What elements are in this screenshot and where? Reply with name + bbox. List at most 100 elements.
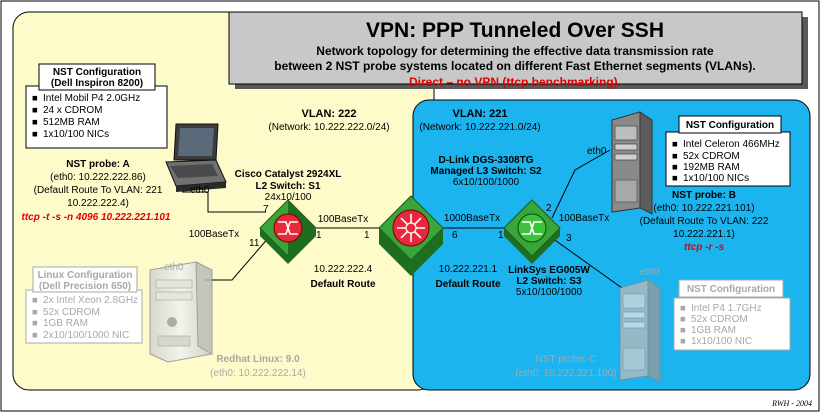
config-a-item: 512MB RAM xyxy=(43,117,100,128)
config-linux-bullet: ■ xyxy=(32,307,38,318)
port-s1-redhat: 11 xyxy=(249,238,260,249)
link-s1-redhat-speed: 100BaseTx xyxy=(189,229,240,240)
vlan-222-label: VLAN: 222 xyxy=(301,108,356,120)
config-linux-item: 2x10/100/1000 NIC xyxy=(43,330,129,341)
config-a-bullet: ■ xyxy=(32,93,38,104)
vlan-221-network: (Network: 10.222.221.0/24) xyxy=(419,122,540,133)
port-s1-s2: 1 xyxy=(316,230,322,241)
switch-s1-icon xyxy=(259,199,317,264)
port-s1-probe-a: 7 xyxy=(263,204,269,215)
port-s3-s2: 1 xyxy=(498,230,504,241)
probe-c-name: NST probe: C xyxy=(536,354,597,365)
config-c-item: 1x10/100 NIC xyxy=(691,336,752,347)
route-s1-label: Default Route xyxy=(311,279,376,290)
config-a-title: NST Configuration xyxy=(53,67,141,78)
title-box xyxy=(228,11,803,85)
server-tower-icon-c xyxy=(619,279,661,383)
link-s1-redhat xyxy=(205,235,271,281)
switch-s2-type: Managed L3 Switch: S2 xyxy=(430,166,542,177)
subtitle-line-2: between 2 NST probe systems located on d… xyxy=(274,59,755,73)
port-s2-s3: 6 xyxy=(452,230,458,241)
config-a-item: 24 x CDROM xyxy=(43,105,102,116)
config-b-bullet: ■ xyxy=(672,173,678,184)
probe-c-iface: eth0 xyxy=(640,267,660,278)
config-linux-bullet: ■ xyxy=(32,330,38,341)
probe-b-command: ttcp -r -s xyxy=(684,242,724,253)
switch-s1-ports: 24x10/100 xyxy=(265,192,312,203)
redhat-name: Redhat Linux: 9.0 xyxy=(216,354,300,365)
config-b-bullet: ■ xyxy=(672,139,678,150)
port-s3-probe-c: 3 xyxy=(566,233,572,244)
route-s3-label: Default Route xyxy=(436,279,501,290)
probe-a-ip: (eth0: 10.222.222.86) xyxy=(50,172,146,183)
probe-b-route-gw: 10.222.221.1) xyxy=(673,229,735,240)
config-linux-bullet: ■ xyxy=(32,318,38,329)
config-b-item: Intel Celeron 466MHz xyxy=(683,139,780,150)
config-linux-item: 1GB RAM xyxy=(43,318,88,329)
config-b-item: 192MB RAM xyxy=(683,162,740,173)
config-b-item: 52x CDROM xyxy=(683,151,740,162)
probe-a-route: (Default Route To VLAN: 221 xyxy=(34,185,163,196)
switch-s3-icon xyxy=(503,199,561,264)
probe-a-name: NST probe: A xyxy=(66,159,130,170)
probe-a-iface: eth0 xyxy=(190,185,210,196)
probe-b-name: NST probe: B xyxy=(672,190,736,201)
config-a-item: 1x10/100 NICs xyxy=(43,129,109,140)
switch-s2-icon xyxy=(378,195,444,276)
probe-a-command: ttcp -t -s -n 4096 10.222.221.101 xyxy=(22,212,171,223)
config-linux-bullet: ■ xyxy=(32,295,38,306)
switch-s3-type: L2 Switch: S3 xyxy=(516,276,581,287)
config-b-bullet: ■ xyxy=(672,162,678,173)
config-c-item: Intel P4 1.7GHz xyxy=(691,303,762,314)
link-probe-a-s1 xyxy=(182,191,266,213)
config-box-probe-c: NST Configuration ■ Intel P4 1.7GHz ■ 52… xyxy=(673,279,791,351)
link-s3-probe-c xyxy=(551,237,623,289)
config-c-bullet: ■ xyxy=(680,325,686,336)
config-c-bullet: ■ xyxy=(680,336,686,347)
link-s1-s2-speed: 100BaseTx xyxy=(318,214,369,225)
diagram-title: VPN: PPP Tunneled Over SSH xyxy=(366,19,664,42)
redhat-tower-icon xyxy=(149,261,213,363)
probe-b-route: (Default Route To VLAN: 222 xyxy=(640,216,769,227)
config-box-probe-b: NST Configuration ■ Intel Celeron 466MHz… xyxy=(665,115,791,187)
config-c-item: 1GB RAM xyxy=(691,325,736,336)
config-a-bullet: ■ xyxy=(32,105,38,116)
config-c-bullet: ■ xyxy=(680,303,686,314)
switch-s3-ports: 5x10/100/1000 xyxy=(516,287,583,298)
config-a-bullet: ■ xyxy=(32,117,38,128)
link-s3-b-speed: 100BaseTx xyxy=(559,213,610,224)
switch-s1-model: Cisco Catalyst 2924XL xyxy=(235,169,342,180)
port-s3-probe-b: 2 xyxy=(546,203,552,214)
config-b-bullet: ■ xyxy=(672,151,678,162)
link-s2-s3-speed: 1000BaseTx xyxy=(444,213,500,224)
probe-c-ip: (eth0: 10.222.221.100) xyxy=(515,368,616,379)
redhat-ip: (eth0: 10.222.222.14) xyxy=(210,368,306,379)
config-box-probe-a: NST Configuration (Dell Inspiron 8200) ■… xyxy=(25,63,168,149)
config-a-bullet: ■ xyxy=(32,129,38,140)
vlan-222-network: (Network: 10.222.222.0/24) xyxy=(268,122,389,133)
config-b-title: NST Configuration xyxy=(686,120,774,131)
config-linux-subtitle: (Dell Precision 650) xyxy=(39,281,131,292)
route-s3-ip: 10.222.221.1 xyxy=(439,264,498,275)
probe-a-route-gw: 10.222.222.4) xyxy=(67,198,129,209)
config-a-subtitle: (Dell Inspiron 8200) xyxy=(51,78,143,89)
subtitle-direct: Direct – no VPN (ttcp benchmarking). xyxy=(409,75,621,89)
vlan-221-label: VLAN: 221 xyxy=(452,108,507,120)
route-s1-ip: 10.222.222.4 xyxy=(314,264,373,275)
config-c-bullet: ■ xyxy=(680,314,686,325)
switch-s1-type: L2 Switch: S1 xyxy=(255,181,320,192)
config-linux-item: 2x Intel Xeon 2.8GHz xyxy=(43,295,138,306)
probe-b-iface: eth0 xyxy=(587,146,607,157)
subtitle-line-1: Network topology for determining the eff… xyxy=(316,44,714,58)
config-linux-title: Linux Configuration xyxy=(38,270,133,281)
network-links xyxy=(182,149,623,289)
switch-s2-ports: 6x10/100/1000 xyxy=(453,177,520,188)
config-a-item: Intel Mobil P4 2.0GHz xyxy=(43,93,140,104)
port-s2-s1: 1 xyxy=(364,230,370,241)
config-c-title: NST Configuration xyxy=(687,284,775,295)
switch-s2-model: D-Link DGS-3308TG xyxy=(438,155,533,166)
switch-s3-model: LinkSys EG005W xyxy=(508,265,590,276)
redhat-iface: eth0 xyxy=(164,262,184,273)
